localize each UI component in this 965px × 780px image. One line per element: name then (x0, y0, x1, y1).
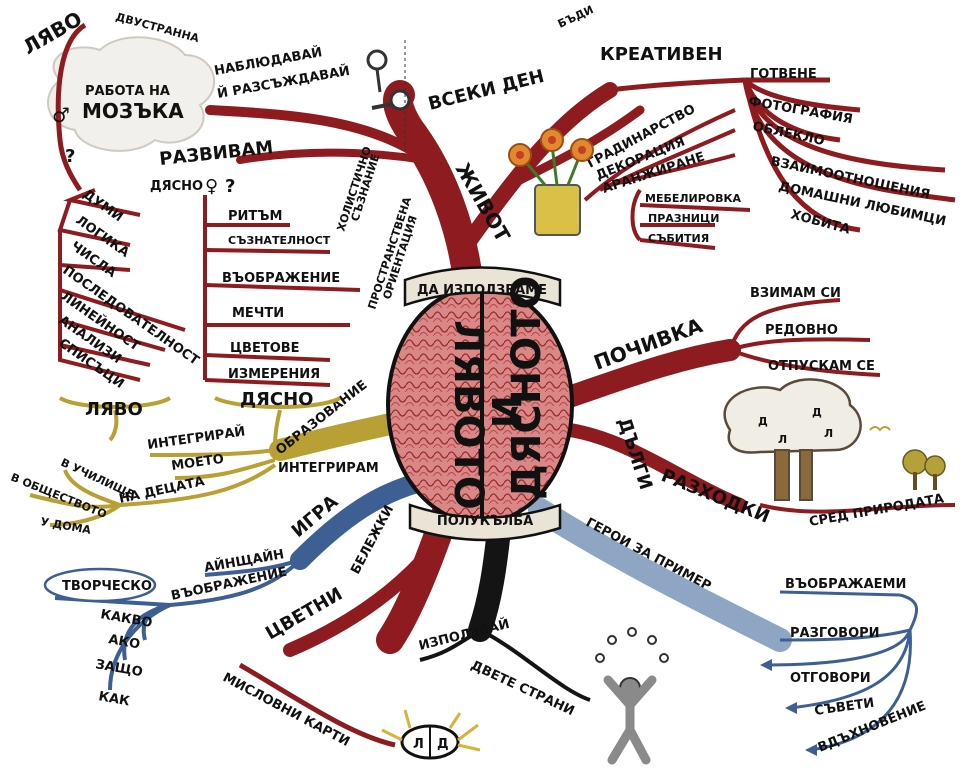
topleft-left-bracket (55, 22, 87, 192)
top-banner-label: ДА ИЗПОЛЗВАМЕ (417, 283, 547, 298)
tree-letter: Д (812, 406, 822, 419)
list-item: МЕБЕЛИРОВКА (645, 192, 741, 205)
mini-mindmap-icon: Л Д (381, 709, 481, 760)
branch-topleft (205, 105, 445, 175)
list-item: ВЗИМАМ СИ (750, 286, 841, 301)
right-list-lines (203, 195, 361, 387)
at-home-label: У ДОМА (39, 515, 92, 537)
left-label: ЛЯВО (85, 399, 143, 420)
every-day-label: ВСЕКИ ДЕН (426, 66, 546, 115)
home-lines (583, 108, 736, 202)
rest-lines (728, 298, 881, 377)
brain-right-title: ДЯСНОТО (504, 275, 550, 500)
bottom-banner-label: ПОЛУКЪЛБА (437, 514, 533, 529)
left-list-lines (57, 188, 186, 382)
mozaka-label: МОЗЪКА (82, 99, 184, 123)
tree-letter: Л (778, 433, 787, 446)
list-item: ГОТВЕНЕ (750, 67, 817, 82)
mindmaps-line (238, 662, 396, 748)
brain-left-title: ЛЯВОТО (445, 320, 491, 510)
branch-develop (236, 148, 429, 164)
activities-lines (609, 77, 956, 233)
both-sides-label: ДВЕТЕ СТРАНИ (468, 658, 576, 719)
dyasno-label: ДЯСНО (150, 179, 203, 194)
question-icon-2: ? (225, 176, 235, 197)
branch-life-right (462, 82, 618, 248)
mind-maps-label: МИСЛОВНИ КАРТИ (220, 670, 352, 750)
bottom-banner: ПОЛУКЪЛБА (408, 503, 562, 542)
list-item: КАКВО (99, 607, 153, 631)
integrate-label: ИНТЕГРИРАМ (278, 461, 379, 476)
list-item: ХОБИТА (789, 207, 852, 237)
creative-play-label: ТВОРЧЕСКО (62, 579, 152, 594)
list-item: ПРАЗНИЦИ (648, 212, 719, 225)
magnifier-icon (366, 40, 411, 160)
use-label: ИЗПОЛЗВАЙ (417, 616, 511, 654)
d-letter: Д (437, 737, 449, 752)
list-item: ВЪОБРАЖЕНИЕ (222, 271, 340, 286)
list-item: РЕДОВНО (765, 323, 838, 338)
tree-icon: Д Д Л Л (723, 378, 862, 501)
right-list: РИТЪМ СЪЗНАТЕЛНОСТ ВЪОБРАЖЕНИЕ МЕЧТИ ЦВЕ… (222, 209, 340, 382)
my-label: МОЕТО (170, 452, 224, 474)
brain-and: И (482, 395, 528, 428)
in-nature-label: СРЕД ПРИРОДАТА (808, 491, 945, 529)
topleft-cloud (47, 36, 216, 152)
juggler-icon (595, 627, 669, 765)
list-item: СЪВЕТИ (813, 696, 875, 719)
list-item: ИЗМЕРЕНИЯ (228, 367, 320, 382)
holistic-label: ХОЛИСТИЧНО СЪЗНАНИЕ (334, 145, 382, 233)
list-item: ОТПУСКАМ СЕ (768, 359, 875, 374)
branch-walks (563, 423, 747, 512)
list-item: СЪЗНАТЕЛНОСТ (228, 234, 331, 247)
list-item: ЦВЕТОВЕ (230, 341, 300, 356)
list-item: СЪБИТИЯ (648, 232, 709, 245)
walks-label: РАЗХОДКИ (658, 465, 772, 528)
integrate-cmd-label: ИНТЕГРИРАЙ (146, 423, 246, 453)
list-item: ЗАЩО (94, 657, 143, 680)
creative-label: КРЕАТИВЕН (600, 44, 723, 65)
right-label: ДЯСНО (240, 389, 313, 410)
heroes-arrows (760, 659, 817, 756)
nature-line (759, 503, 956, 514)
heroes-lines (764, 590, 919, 752)
small-trees-icon (869, 426, 946, 490)
tree-letter: Д (758, 415, 768, 428)
list-item: КАК (97, 689, 131, 709)
branch-heroes (528, 498, 792, 652)
l-letter: Л (413, 737, 424, 752)
list-item: ОТГОВОРИ (790, 671, 871, 686)
use-lines (419, 628, 591, 702)
tree-letter: Л (824, 427, 833, 440)
branch-rest (549, 339, 741, 411)
list-item: РАЗГОВОРИ (790, 626, 880, 641)
question-icon: ? (65, 146, 75, 167)
list-item: МЕЧТИ (232, 306, 284, 321)
events-list: МЕБЕЛИРОВКА ПРАЗНИЦИ СЪБИТИЯ (645, 192, 741, 245)
rabota-label: РАБОТА НА (85, 84, 170, 99)
male-symbol-icon: ♂ (52, 103, 70, 127)
education-lines (29, 396, 342, 527)
list-item: АКО (107, 632, 141, 652)
list-item: ВЪОБРАЖАЕМИ (785, 577, 906, 592)
female-symbol-icon: ♀ (205, 176, 218, 197)
be-label: БЪДИ (556, 3, 596, 31)
top-banner: ДА ИЗПОЛЗВАМЕ (403, 266, 562, 307)
rest-list: ВЗИМАМ СИ РЕДОВНО ОТПУСКАМ СЕ (750, 286, 875, 374)
activities-list: ГОТВЕНЕ ФОТОГРАФИЯ ОБЛЕКЛО ВЗАИМООТНОШЕН… (747, 67, 947, 238)
flower-pot-icon (508, 128, 594, 236)
creative-cloud (43, 567, 157, 603)
events-lines (630, 188, 751, 250)
list-item: РИТЪМ (228, 209, 282, 224)
